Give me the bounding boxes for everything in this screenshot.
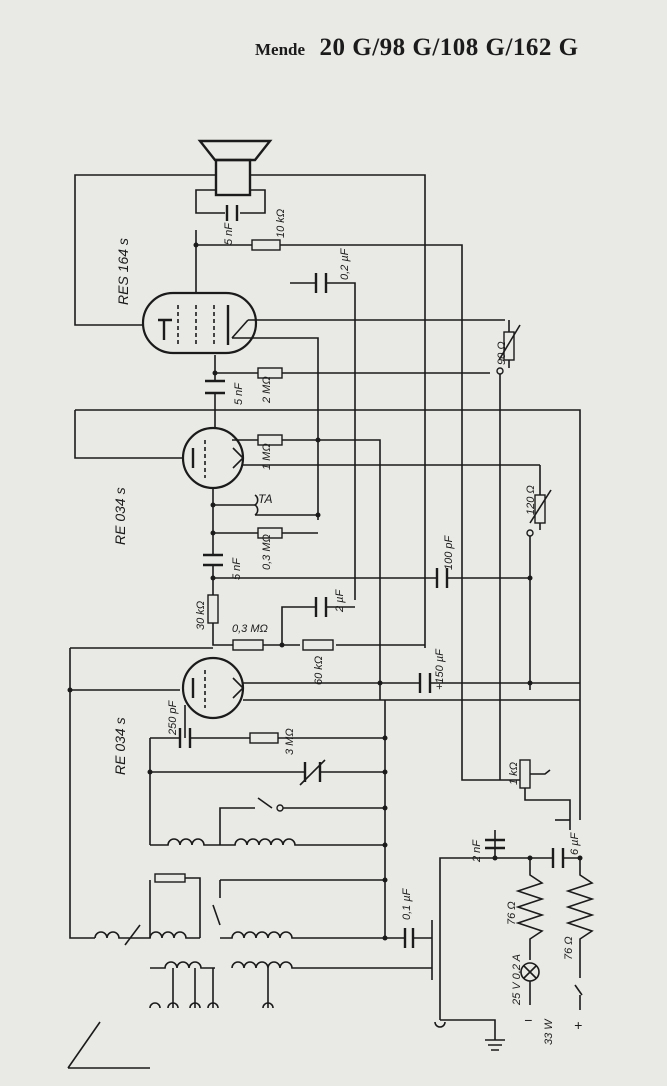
label-5nF-speaker: 5 nF [223,222,235,245]
resistor-90ohm [498,320,521,368]
output-tube-res164s [141,291,258,355]
label-10k: 10 kΩ [275,209,287,238]
resistor-03M-a [257,527,283,539]
coil-antenna [94,924,385,946]
label-lamp: 25 V 0,2 A [511,954,523,1006]
label-2uF: 2 µF [334,588,346,613]
label-60k: 60 kΩ [313,656,325,685]
detector-tube-re034s [181,426,245,490]
label-03M-b: 0,3 MΩ [232,623,268,635]
potentiometer-1k [519,759,551,789]
resistor-120ohm [529,465,552,530]
label-3M: 3 MΩ [284,728,296,755]
capacitor-150uF [418,673,432,693]
label-03M-a: 0,3 MΩ [261,534,273,570]
resistor-3M [249,732,279,744]
capacitor-02uF [314,273,328,293]
label-150uF: +150 µF [434,648,446,690]
resistor-76ohm-a [515,858,545,960]
label-6uF: 6 µF [569,831,581,855]
label-tube-output: RES 164 s [115,238,131,305]
resistor-76ohm-b [565,858,595,960]
capacitor-01uF [403,928,415,948]
label-tube-detector: RE 034 s [112,487,128,545]
variable-capacitor-tuning [299,759,326,786]
choke-TA [213,494,318,516]
label-76-b: 76 Ω [563,936,575,960]
label-2nF: 2 nF [471,839,483,863]
terminal-plus: + [574,1017,582,1033]
label-90ohm: 90 Ω [496,341,508,365]
capacitor-6uF [551,848,565,868]
label-76-a: 76 Ω [506,901,518,925]
speaker-capacitor-5nF [225,205,239,221]
capacitor-100pF [435,568,449,588]
label-5nF-a: 5 nF [233,382,245,405]
label-1k: 1 kΩ [508,762,520,785]
label-120ohm: 120 Ω [525,485,537,515]
label-TA: TA [258,492,272,506]
label-tube-rf: RE 034 s [112,717,128,775]
label-1M: 1 MΩ [261,443,273,470]
loudspeaker-symbol [74,139,426,648]
junction-dots [67,242,583,941]
resistor-1M [257,434,283,446]
label-01uF: 0,1 µF [401,887,413,920]
resistor-30k [207,594,219,624]
antenna-arrow [67,1021,150,1069]
label-2M: 2 MΩ [261,376,273,404]
pilot-lamp [520,962,540,982]
resistor-2M [257,367,283,379]
resistor-60k [302,639,334,651]
label-02uF: 0,2 µF [339,247,351,280]
coil-input [150,961,432,969]
label-100pF: 100 pF [443,534,455,570]
capacitor-2uF [314,597,328,617]
capacitor-250pF [178,728,192,748]
switch-band [154,873,186,883]
model-numbers: 20 G/98 G/108 G/162 G [319,34,579,61]
capacitor-5nF-a [205,379,225,395]
capacitor-2nF [485,838,505,850]
label-250pF: 250 pF [167,699,179,736]
coil-wave-band [150,838,385,846]
resistor-03M-b [232,639,264,651]
resistor-10k [251,239,281,251]
ground-symbol [434,1019,505,1051]
brand-label: Mende [255,40,306,59]
rf-tube-re034s [181,656,245,720]
label-30k: 30 kΩ [195,601,207,630]
terminal-minus: − [524,1012,532,1028]
label-5nF-b: 5 nF [231,557,243,580]
capacitor-5nF-b [203,553,223,567]
schematic-title: Mende 20 G/98 G/108 G/162 G [255,34,579,62]
label-power: 33 W [543,1018,555,1045]
